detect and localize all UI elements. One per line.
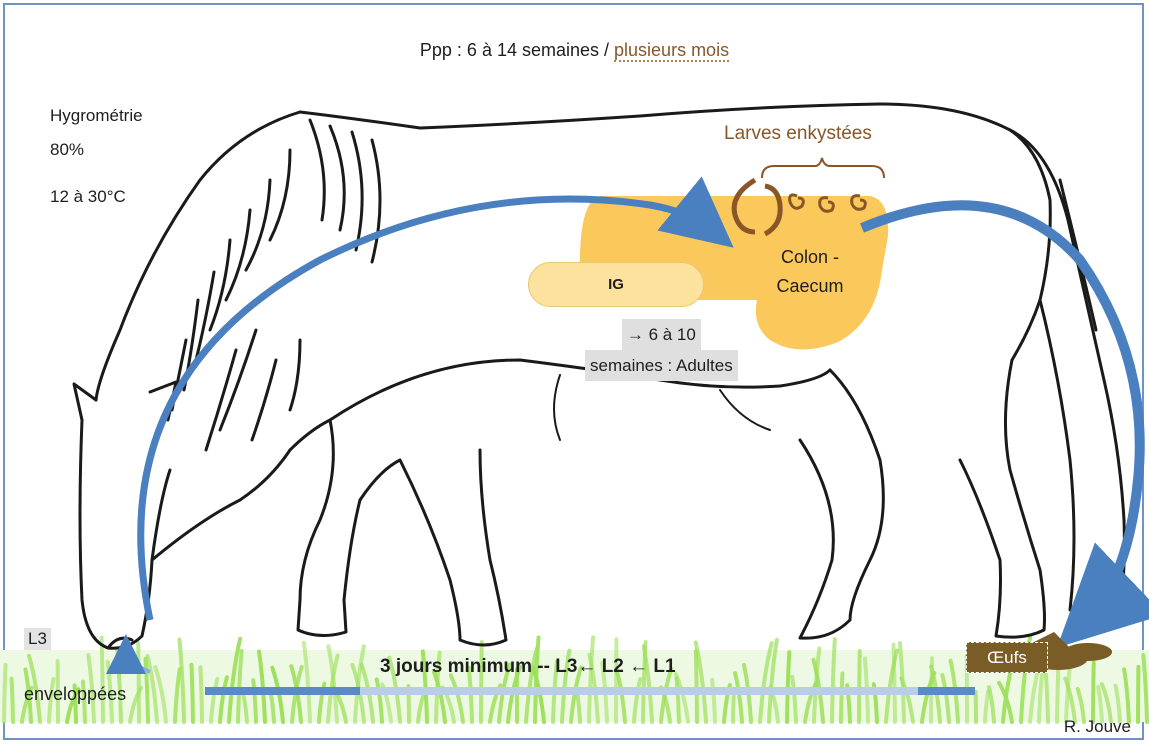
grass-blade — [12, 679, 13, 722]
grass-blade — [696, 651, 697, 722]
grass-blade — [893, 644, 895, 722]
author-credit: R. Jouve — [1064, 717, 1131, 737]
hygrometry-value: 80% — [50, 133, 143, 167]
grass-blade — [859, 651, 860, 722]
hygrometry-label: Hygrométrie — [50, 99, 143, 133]
colon-line: Colon - — [760, 243, 860, 272]
timeline-bar — [205, 687, 975, 695]
ig-label: IG — [608, 276, 624, 293]
grass-blade — [1093, 663, 1094, 722]
duration-line-1: → 6 à 10 — [622, 319, 701, 350]
larvae-brace — [762, 158, 884, 178]
grass-blade — [138, 643, 139, 722]
hygrometry-block: Hygrométrie 80% — [50, 99, 143, 167]
maturation-duration: → 6 à 10 semaines : Adultes — [585, 319, 738, 381]
caecum-line: Caecum — [760, 272, 860, 301]
development-timeline-label: 3 jours minimum -- L3← L2 ← L1 — [380, 656, 676, 678]
l3-label: L3 — [24, 628, 51, 650]
excretion-arrow — [862, 205, 1140, 620]
duration-line-2: semaines : Adultes — [585, 350, 738, 381]
ppp-highlight: plusieurs mois — [614, 40, 729, 62]
grass-blade — [102, 638, 103, 722]
grass-blade — [481, 642, 482, 722]
grass-blade — [191, 665, 193, 722]
enveloped-label: enveloppées — [24, 684, 126, 705]
colon-caecum-label: Colon - Caecum — [760, 243, 860, 301]
temperature-range: 12 à 30°C — [50, 187, 126, 207]
ig-box: IG — [528, 262, 704, 307]
grass-blade — [841, 674, 842, 722]
prepatent-period: Ppp : 6 à 14 semaines / plusieurs mois — [0, 40, 1149, 61]
grass-blade — [4, 665, 6, 722]
larvae-label: Larves enkystées — [724, 123, 872, 145]
grass-blade — [733, 690, 734, 722]
grass-blade — [200, 667, 202, 722]
eggs-label: Œufs — [966, 642, 1048, 673]
ppp-text: Ppp : 6 à 14 semaines / — [420, 40, 614, 60]
